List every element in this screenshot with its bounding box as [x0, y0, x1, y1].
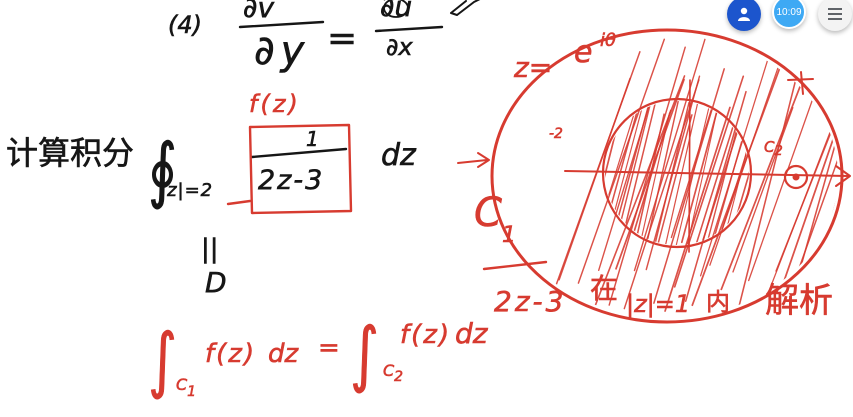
item-number: (4) [168, 11, 202, 39]
hatch-stroke [836, 52, 838, 302]
hamburger-menu-icon [828, 8, 842, 20]
singularity-contour-letter: C [764, 138, 775, 156]
arrow-icon [457, 152, 490, 168]
hatch-stroke [623, 79, 700, 310]
real-axis-arrowhead [835, 165, 851, 187]
hatch-stroke [718, 111, 749, 240]
singularity-contour-circle [783, 164, 809, 190]
contour-note-letter: D [205, 266, 227, 299]
rhs-contour-letter: C [383, 361, 395, 380]
black-ink-group: (4) ∂v ∂y = ∂u ∂x 计算积分 ∮ |z|=2 1 2z-3 dz… [6, 0, 481, 299]
singularity-contour-label: C2 [764, 138, 783, 159]
integrand-fraction-bar [250, 147, 348, 159]
integral-differential: dz [381, 138, 417, 173]
rhs-differential: dz [455, 317, 489, 350]
lhs-integrand: f(z) [205, 339, 256, 369]
hatch-stroke [656, 114, 693, 245]
lhs-contour-index: 1 [187, 384, 196, 400]
integral-contour: |z|=2 [160, 180, 213, 201]
axis-label: -2 [549, 126, 563, 142]
integrand-denominator: 2z-3 [258, 165, 324, 196]
analyticity-region: |z|=1 [626, 290, 690, 318]
hatch-stroke [794, 90, 838, 280]
problem-prompt: 计算积分 [6, 134, 134, 172]
contour-note-bars: || [201, 234, 219, 264]
hatch-stroke [664, 102, 699, 245]
red-ink-group: f(z) z= e iθ C1 -2 C2 2z-3 在 |z|=1 内 解析 … [148, 28, 853, 402]
clock-time: 10:09 [776, 6, 802, 18]
lhs-integral-sign: ∫ [148, 319, 177, 401]
hatch-stroke [700, 111, 745, 245]
hatch-stroke [673, 75, 745, 288]
hatch-stroke [709, 51, 784, 266]
account-button[interactable] [727, 0, 761, 31]
scribble-mark [383, 0, 409, 18]
hatch-stroke [845, 85, 853, 304]
pen-scribble [450, 0, 481, 16]
rhs-integral-sign: ∫ [350, 313, 379, 395]
parametrization-base: e [574, 35, 592, 70]
rhs-integrand: f(z) [400, 320, 451, 350]
hatch-stroke [558, 77, 631, 281]
lhs-contour-label: C1 [176, 375, 196, 400]
integrand-highlight-box [248, 123, 353, 215]
inner-unit-circle [601, 97, 753, 249]
lhs-differential: dz [268, 339, 300, 369]
hatch-stroke [620, 101, 657, 242]
hatch-stroke [760, 64, 838, 312]
analyticity-word-analytic: 解析 [765, 281, 833, 321]
analyticity-expression: 2z-3 [494, 285, 566, 318]
hatch-stroke [577, 38, 666, 284]
person-icon [738, 7, 750, 21]
rhs-contour-index: 2 [394, 369, 403, 385]
hatch-stroke [693, 101, 743, 245]
imaginary-axis [688, 79, 691, 253]
hatch-stroke [674, 106, 710, 245]
menu-icon-line [828, 13, 842, 15]
rhs-contour-label: C2 [383, 361, 403, 385]
hatch-stroke [608, 46, 686, 306]
real-axis [564, 170, 849, 177]
hatch-stroke [670, 101, 716, 239]
hatch-stroke [640, 112, 671, 242]
menu-button[interactable] [818, 0, 852, 31]
hatch-stroke [775, 49, 838, 272]
cr-rhs-denominator: ∂x [386, 33, 413, 61]
singularity-point [792, 173, 800, 181]
hatch-stroke [634, 113, 665, 243]
cr-lhs-denominator: ∂y [254, 28, 310, 74]
hatch-stroke [605, 111, 636, 244]
identity-equals-sign: = [318, 333, 340, 363]
lhs-contour-letter: C [176, 375, 188, 394]
hatch-stroke [732, 106, 794, 273]
hatch-stroke [615, 101, 654, 242]
outer-contour-underline [482, 260, 548, 271]
cr-rhs-fraction-bar [374, 25, 444, 33]
hatch-stroke [723, 113, 749, 239]
person-icon-head [740, 7, 748, 15]
menu-icon-line [828, 8, 842, 10]
hatch-stroke [664, 106, 731, 312]
singularity-contour-index: 2 [774, 144, 782, 159]
cr-rhs-numerator: ∂u [380, 0, 412, 23]
contour-integral-sign: ∮ [148, 129, 177, 211]
clock-button[interactable]: 10:09 [772, 0, 806, 29]
menu-icon-line [828, 18, 842, 20]
hatch-stroke [633, 38, 706, 272]
analyticity-word-inside: 内 [706, 288, 730, 316]
integrand-numerator: 1 [306, 127, 319, 151]
person-icon-body [738, 17, 750, 21]
integrand-label: f(z) [249, 90, 301, 118]
analyticity-word-at: 在 [590, 272, 618, 305]
parametrization-exponent: iθ [600, 30, 616, 51]
cross-mark [787, 71, 814, 95]
parametrization-lhs: z= [513, 51, 552, 84]
cr-lhs-fraction-bar [238, 20, 325, 29]
red-tick-mark [226, 199, 252, 206]
cr-lhs-numerator: ∂v [243, 0, 274, 24]
cr-equals-sign: = [327, 18, 357, 59]
